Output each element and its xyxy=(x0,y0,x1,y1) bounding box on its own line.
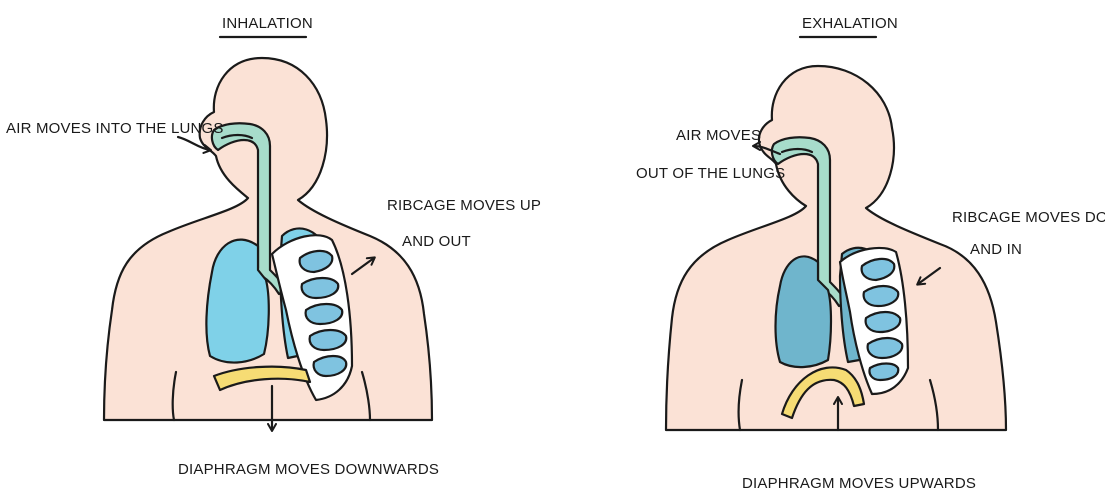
rib xyxy=(869,364,898,381)
ribcage-label-line1: RIBCAGE MOVES DOWN xyxy=(952,209,1105,226)
rib xyxy=(868,338,903,358)
rib xyxy=(864,286,899,306)
panel-title: INHALATION xyxy=(222,15,313,32)
air-label: AIR MOVES INTO THE LUNGS xyxy=(6,120,224,137)
diaphragm-label: DIAPHRAGM MOVES UPWARDS xyxy=(742,475,976,492)
exhalation-panel: EXHALATION AIR MOVES OUT OF THE LUNGS xyxy=(636,15,1105,492)
ribcage-label-line2: AND OUT xyxy=(402,233,471,250)
rib xyxy=(866,312,901,332)
diaphragm-label: DIAPHRAGM MOVES DOWNWARDS xyxy=(178,461,439,478)
ribcage-label-line1: RIBCAGE MOVES UP xyxy=(387,197,541,214)
air-label-line2: OUT OF THE LUNGS xyxy=(636,165,785,182)
rib xyxy=(314,356,347,376)
ribcage-label-line2: AND IN xyxy=(970,241,1022,258)
rib xyxy=(302,278,339,298)
panel-title: EXHALATION xyxy=(802,15,898,32)
rib xyxy=(310,330,347,350)
inhalation-panel: INHALATION AIR MOVES INTO THE LUNG xyxy=(6,15,541,478)
air-label-line1: AIR MOVES xyxy=(676,127,761,144)
rib xyxy=(306,304,343,324)
